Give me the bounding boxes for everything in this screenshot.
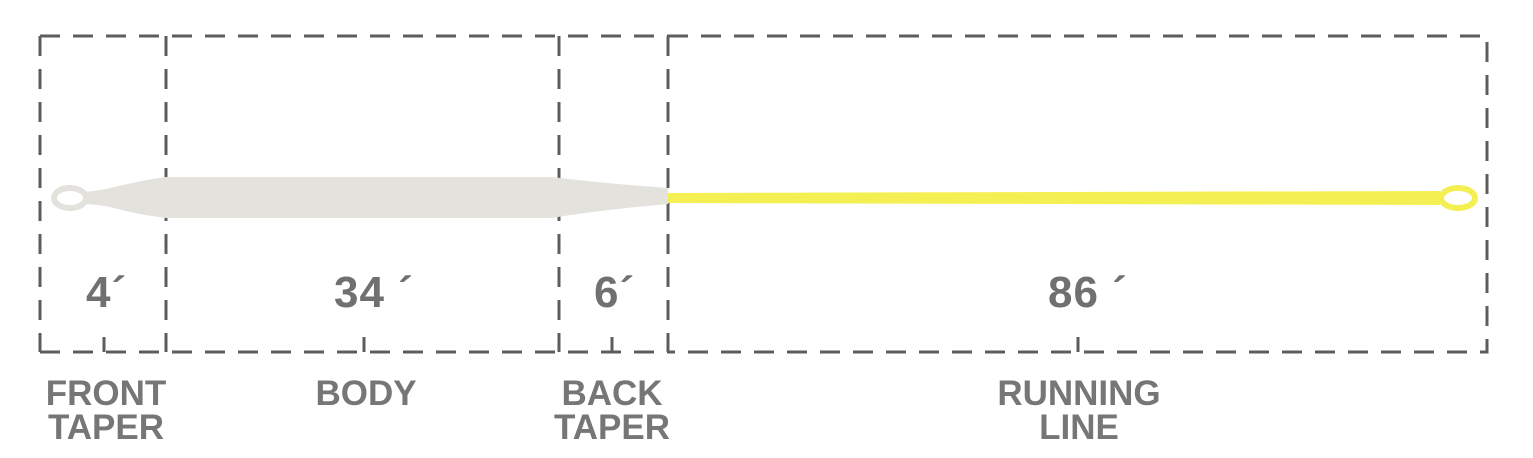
body-label-line1: BODY	[315, 374, 417, 413]
body-length: 34 ´	[334, 268, 414, 317]
running-line-box-outline	[668, 34, 1489, 354]
running-line-label: RUNNING LINE	[974, 374, 1184, 447]
running-line-length: 86 ´	[1048, 268, 1128, 317]
front-taper-label: FRONT TAPER	[36, 374, 176, 447]
back-taper-length: 6´	[594, 268, 636, 317]
back-taper-label-line1: BACK	[561, 374, 663, 413]
measurement-ticks	[102, 337, 1080, 352]
head-loop	[51, 185, 89, 211]
back-taper-label: BACK TAPER	[542, 374, 682, 447]
fly-line-head	[51, 177, 668, 218]
front-taper-length: 4´	[86, 268, 128, 317]
head-box-outline	[38, 34, 668, 354]
dashed-frame	[38, 34, 1489, 354]
running-line-graphic	[666, 185, 1478, 211]
front-taper-label-line1: FRONT	[45, 374, 167, 413]
running-line-label-line2: LINE	[1039, 408, 1119, 447]
head-shape	[82, 177, 668, 218]
running-line-loop	[1438, 185, 1478, 211]
running-line-label-line1: RUNNING	[997, 374, 1161, 413]
front-taper-label-line2: TAPER	[47, 408, 165, 447]
body-label: BODY	[296, 374, 436, 413]
back-taper-label-line2: TAPER	[553, 408, 671, 447]
running-line	[666, 191, 1440, 205]
